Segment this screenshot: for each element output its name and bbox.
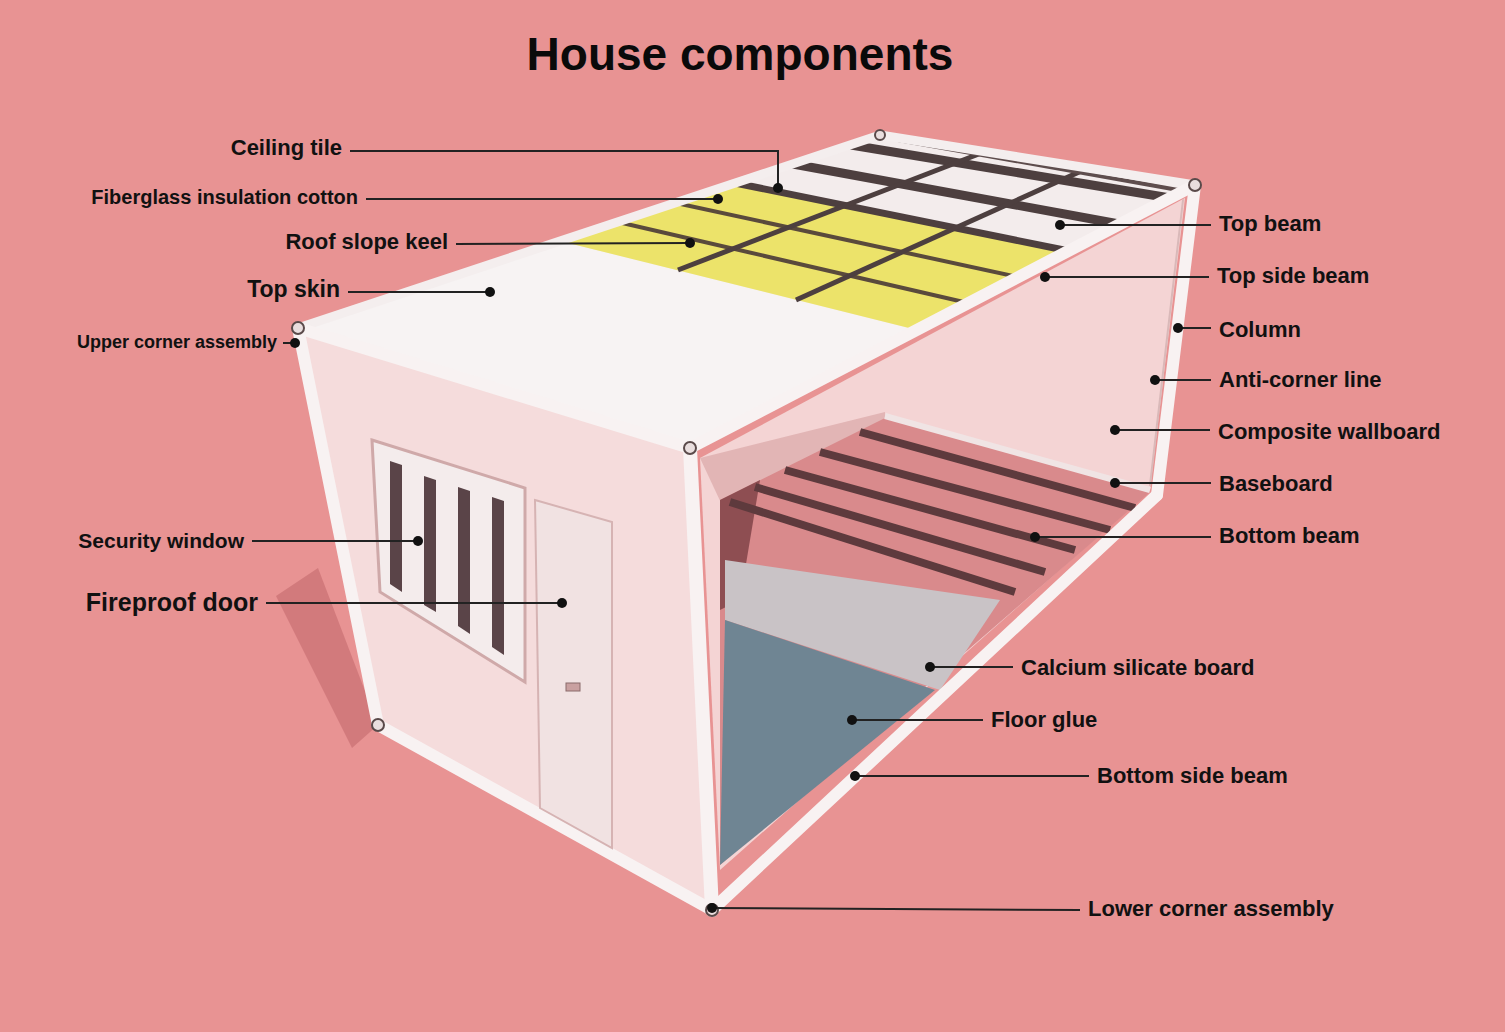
leader-dot	[1040, 272, 1050, 282]
leader-line	[366, 198, 718, 200]
window-slot	[390, 461, 402, 592]
diagram-title: House components	[527, 27, 954, 82]
fireproof-door	[535, 500, 612, 848]
leader-dot	[1055, 220, 1065, 230]
roof-base	[298, 135, 1195, 448]
leader-line	[266, 602, 562, 604]
part-label: Top skin	[247, 276, 340, 304]
part-label: Bottom side beam	[1097, 763, 1288, 789]
corner-fitting	[372, 719, 384, 731]
part-label: Upper corner assembly	[77, 332, 277, 354]
leader-line	[855, 775, 1089, 777]
leader-line	[252, 540, 418, 542]
leader-dot	[1110, 425, 1120, 435]
leader-dots	[290, 183, 1183, 913]
leader-dot	[413, 536, 423, 546]
leader-dot	[713, 194, 723, 204]
leader-line	[1035, 536, 1211, 538]
leader-line	[348, 291, 490, 293]
leader-line	[1045, 276, 1209, 278]
part-label: Ceiling tile	[231, 135, 342, 161]
leader-line	[712, 908, 1080, 910]
column	[1157, 185, 1195, 495]
leader-dot	[1173, 323, 1183, 333]
window-slot	[458, 487, 470, 634]
part-label: Bottom beam	[1219, 523, 1360, 549]
corner-fitting	[706, 904, 718, 916]
part-label: Security window	[78, 528, 244, 553]
corner-fitting	[684, 442, 696, 454]
window-slot	[492, 497, 504, 655]
roof-keel	[678, 152, 984, 270]
bottom-side-beam	[712, 495, 1157, 910]
window-slot	[424, 476, 436, 612]
leader-dot	[1030, 532, 1040, 542]
part-label: Baseboard	[1219, 471, 1333, 497]
top-end-beam	[880, 135, 1195, 185]
roof-keel	[796, 168, 1088, 300]
roof	[298, 135, 1195, 448]
top-beam	[735, 183, 1069, 251]
leader-line	[852, 719, 983, 721]
part-label: Roof slope keel	[285, 229, 448, 255]
leader-dot	[290, 338, 300, 348]
leader-line	[350, 151, 778, 188]
corner-fitting	[875, 130, 885, 140]
part-label: Fiberglass insulation cotton	[91, 185, 358, 209]
door-leaf	[535, 500, 612, 848]
leader-dot	[925, 662, 935, 672]
leader-line	[930, 666, 1013, 668]
part-label: Top beam	[1219, 211, 1321, 237]
leader-dot	[773, 183, 783, 193]
floor-glue	[720, 620, 935, 865]
leader-lines	[252, 151, 1211, 910]
leader-line	[1060, 224, 1211, 226]
leader-line	[1115, 482, 1211, 484]
part-label: Composite wallboard	[1218, 419, 1440, 445]
roof-keel	[618, 222, 968, 303]
leader-line	[1115, 429, 1210, 431]
part-label: Fireproof door	[86, 587, 258, 617]
part-label: Anti-corner line	[1219, 367, 1382, 393]
part-label: Top side beam	[1217, 263, 1369, 289]
leader-dot	[1110, 478, 1120, 488]
leader-dot	[1150, 375, 1160, 385]
roof-keel	[676, 203, 1018, 277]
leader-dot	[847, 715, 857, 725]
leader-dot	[557, 598, 567, 608]
column	[298, 328, 378, 725]
door-handle	[566, 683, 580, 691]
part-label: Calcium silicate board	[1021, 655, 1255, 681]
top-end-beam	[298, 328, 690, 448]
leader-dot	[850, 771, 860, 781]
window-frame	[372, 440, 525, 682]
top-beam	[793, 164, 1119, 224]
corner-fitting	[292, 322, 304, 334]
part-label: Column	[1219, 317, 1301, 343]
security-window	[372, 440, 525, 682]
column	[690, 448, 712, 910]
leader-dot	[685, 238, 695, 248]
leader-line	[1155, 379, 1211, 381]
leader-dot	[485, 287, 495, 297]
leader-dot	[707, 903, 717, 913]
anti-corner-line	[1150, 200, 1183, 485]
leader-line	[456, 243, 690, 244]
part-label: Lower corner assembly	[1088, 896, 1334, 922]
corner-fitting	[1189, 179, 1201, 191]
floor-frame	[720, 418, 1150, 865]
part-label: Floor glue	[991, 707, 1097, 733]
